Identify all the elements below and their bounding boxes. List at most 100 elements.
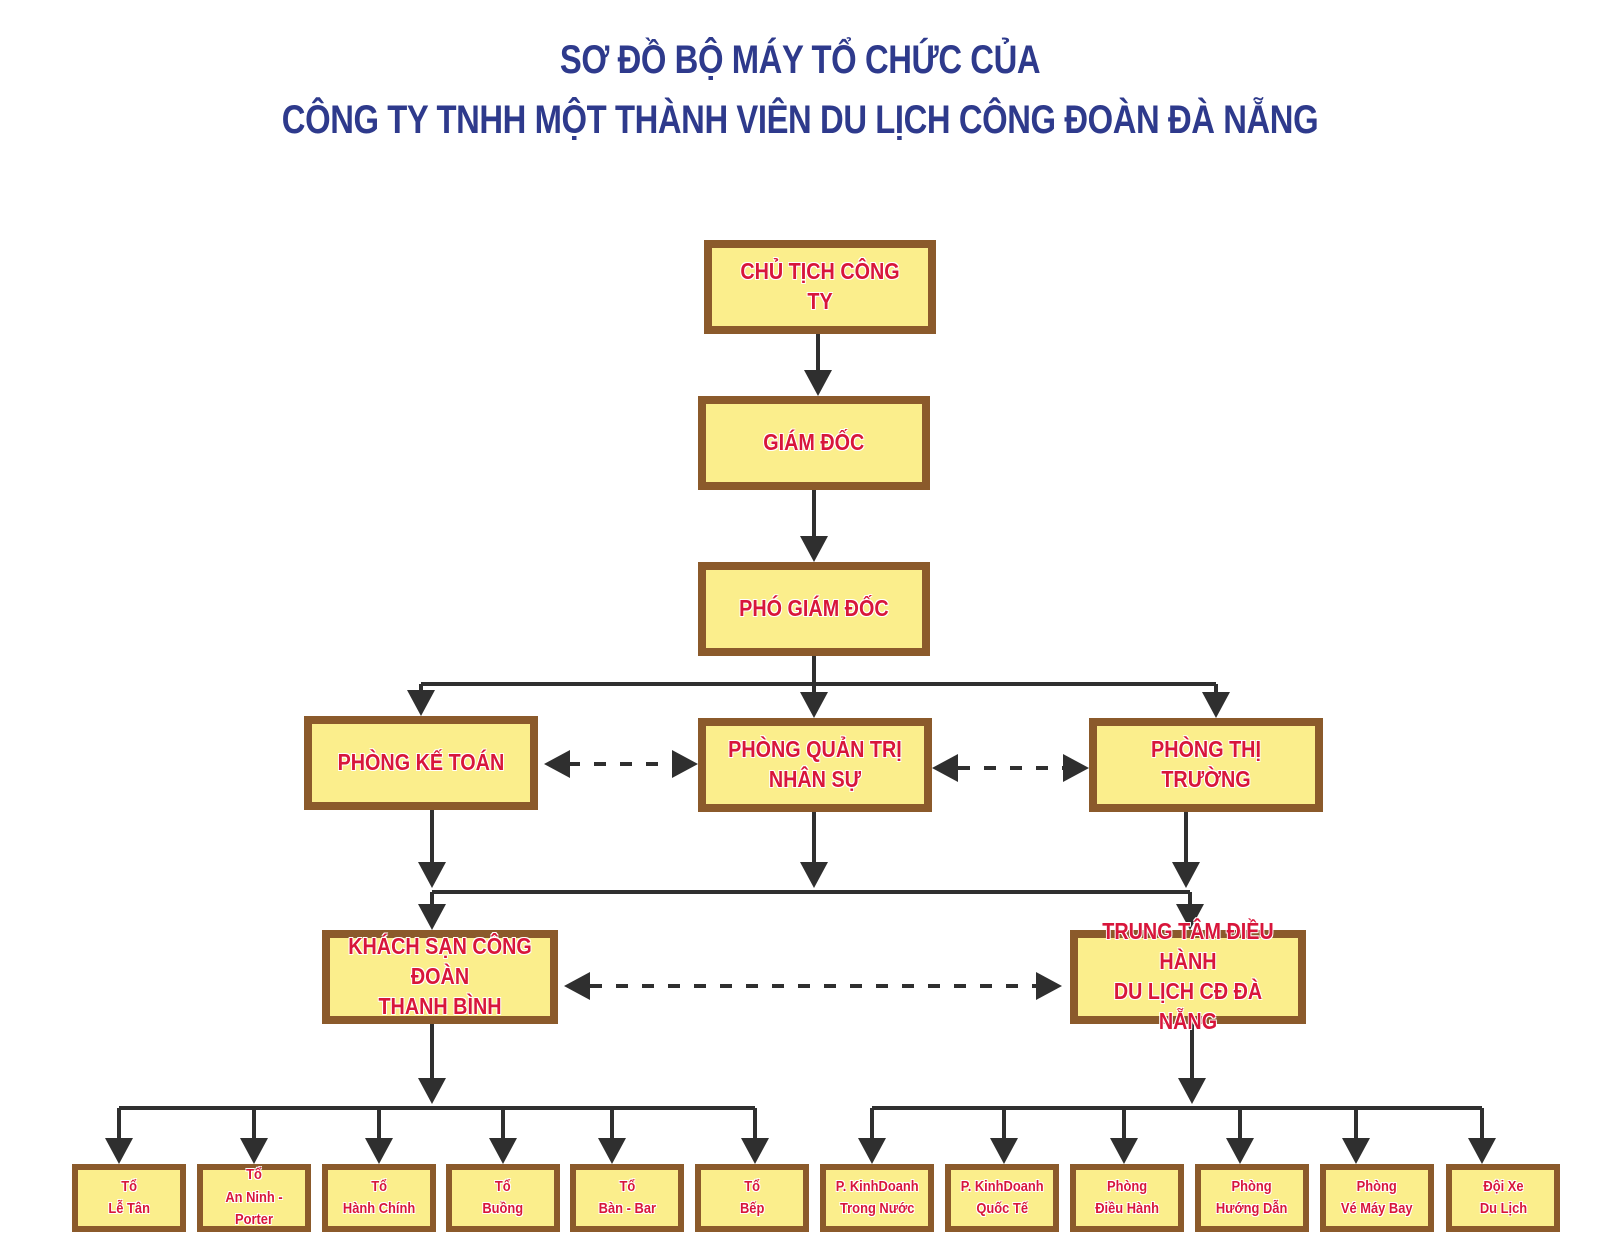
box-label: Tổ Lễ Tân (108, 1176, 150, 1221)
arrow-head (564, 972, 590, 1000)
box-label-line: Tổ (246, 1166, 262, 1184)
box-label-line: P. KinhDoanh (960, 1177, 1044, 1195)
box-label: GIÁM ĐỐC (763, 428, 864, 458)
arrow-head (672, 750, 698, 778)
arrow-head (240, 1138, 268, 1164)
box-security: Tổ An Ninh - Porter (197, 1164, 311, 1232)
box-label-line: Hướng Dẫn (1216, 1200, 1288, 1217)
box-label-line: Vé Máy Bay (1341, 1200, 1413, 1217)
box-label: PHÒNG THỊ TRƯỜNG (1112, 735, 1299, 795)
arrow-head (418, 862, 446, 888)
arrow-head (1063, 754, 1089, 782)
box-label: PHÒNG KẾ TOÁN (338, 748, 505, 778)
arrow-head (1110, 1138, 1138, 1164)
box-label-line: DU LỊCH CĐ ĐÀ NẴNG (1113, 978, 1263, 1034)
box-label-line: Tổ (744, 1177, 760, 1195)
chart-title-line-2: CÔNG TY TNHH MỘT THÀNH VIÊN DU LỊCH CÔNG… (281, 98, 1319, 142)
arrow-head (1468, 1138, 1496, 1164)
box-label-line: Quốc Tế (976, 1200, 1028, 1217)
box-label: CHỦ TỊCH CÔNG TY (727, 257, 913, 317)
arrow-head (800, 692, 828, 718)
chart-title-line-1: SƠ ĐỒ BỘ MÁY TỔ CHỨC CỦA (559, 38, 1041, 82)
arrow-head (1342, 1138, 1370, 1164)
box-label-line: Hành Chính (342, 1200, 416, 1217)
box-label-line: Tổ (121, 1177, 137, 1195)
box-deputy-director: PHÓ GIÁM ĐỐC (698, 562, 930, 656)
box-label: Phòng Vé Máy Bay (1341, 1176, 1413, 1221)
box-label-line: An Ninh - Porter (225, 1188, 283, 1229)
box-label-line: PHÒNG KẾ TOÁN (337, 749, 505, 776)
box-hr: PHÒNG QUẢN TRỊ NHÂN SỰ (698, 718, 932, 812)
box-label: PHÓ GIÁM ĐỐC (739, 594, 888, 624)
box-label-line: Tổ (371, 1177, 387, 1195)
arrow-head (858, 1138, 886, 1164)
box-label-line: P. KinhDoanh (835, 1177, 919, 1195)
box-label-line: Điều Hành (1095, 1200, 1159, 1217)
box-label-line: Tổ (495, 1177, 511, 1195)
box-label-line: TRUNG TÂM ĐIỀU HÀNH (1102, 918, 1274, 975)
arrow-head (1172, 862, 1200, 888)
box-label-line: Phòng (1356, 1177, 1398, 1195)
arrow-head (598, 1138, 626, 1164)
box-label-line: Đội Xe (1482, 1177, 1524, 1195)
box-label-line: Trong Nước (839, 1200, 915, 1217)
box-label-line: GIÁM ĐỐC (763, 429, 865, 456)
arrow-head (418, 1078, 446, 1104)
box-accounting: PHÒNG KẾ TOÁN (304, 716, 538, 810)
box-label-line: PHÒNG THỊ TRƯỜNG (1151, 736, 1261, 792)
box-vehicles: Đội Xe Du Lịch (1446, 1164, 1560, 1232)
arrow-head (365, 1138, 393, 1164)
arrow-head (489, 1138, 517, 1164)
box-label-line: Bếp (739, 1200, 765, 1217)
arrow-head (932, 754, 958, 782)
box-label-line: Phòng (1231, 1177, 1273, 1195)
box-reception: Tổ Lễ Tân (72, 1164, 186, 1232)
box-label-line: THANH BÌNH (378, 992, 502, 1019)
arrow-head (804, 370, 832, 396)
arrow-head (1178, 1078, 1206, 1104)
box-label: Đội Xe Du Lịch (1479, 1176, 1526, 1221)
arrow-head (1176, 904, 1204, 930)
arrow-head (418, 904, 446, 930)
box-label-line: Du Lịch (1479, 1200, 1527, 1217)
box-chairman: CHỦ TỊCH CÔNG TY (704, 240, 936, 334)
box-label-line: CHỦ TỊCH CÔNG TY (740, 258, 900, 314)
box-label: PHÒNG QUẢN TRỊ NHÂN SỰ (728, 735, 902, 795)
arrow-head (800, 536, 828, 562)
box-label-line: PHÒNG QUẢN TRỊ (728, 736, 902, 763)
arrow-head (741, 1138, 769, 1164)
box-director: GIÁM ĐỐC (698, 396, 930, 490)
box-marketing: PHÒNG THỊ TRƯỜNG (1089, 718, 1323, 812)
box-label-line: Lễ Tân (108, 1200, 150, 1217)
arrow-head (1202, 692, 1230, 718)
arrow-head (800, 862, 828, 888)
arrow-head (105, 1138, 133, 1164)
box-label-line: Phòng (1106, 1177, 1148, 1195)
box-label-line: Bàn - Bar (598, 1200, 656, 1217)
box-label: Tổ An Ninh - Porter (210, 1164, 298, 1232)
box-label-line: NHÂN SỰ (768, 766, 862, 792)
arrow-head (990, 1138, 1018, 1164)
box-label-line: Buồng (482, 1200, 524, 1217)
